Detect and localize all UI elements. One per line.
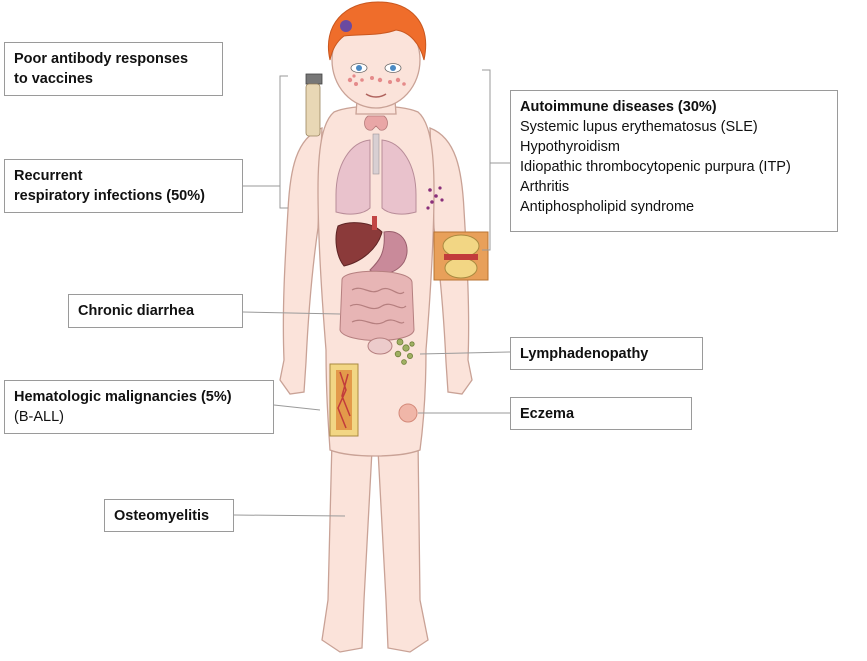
eczema-patch — [398, 403, 418, 423]
label-autoimmune-title: Autoimmune diseases (30%) — [520, 99, 717, 115]
bone-marrow-inset — [329, 363, 359, 437]
label-autoimmune: Autoimmune diseases (30%) Systemic lupus… — [510, 90, 838, 232]
connector-lines — [233, 162, 511, 517]
label-eczema-text: Eczema — [520, 406, 575, 422]
label-hematologic-line2: (B-ALL) — [14, 409, 64, 425]
label-hematologic: Hematologic malignancies (5%) (B-ALL) — [4, 380, 274, 434]
facial-rash — [347, 74, 406, 86]
label-autoimmune-item: Antiphospholipid syndrome — [520, 199, 695, 215]
label-eczema: Eczema — [510, 397, 692, 430]
respiratory-bracket — [279, 75, 288, 209]
lymph-nodes — [394, 338, 415, 365]
label-autoimmune-item: Arthritis — [520, 179, 570, 195]
petechiae — [426, 186, 444, 210]
label-autoimmune-item: Systemic lupus erythematosus (SLE) — [520, 119, 758, 135]
label-osteo-text: Osteomyelitis — [114, 508, 210, 524]
label-vaccines: Poor antibody responses to vaccines — [4, 42, 223, 96]
label-diarrhea-text: Chronic diarrhea — [78, 303, 195, 319]
hair — [328, 1, 427, 61]
label-lymph-text: Lymphadenopathy — [520, 346, 649, 362]
thyroid — [364, 115, 388, 131]
otoscope-icon — [305, 73, 323, 137]
label-lymphadenopathy: Lymphadenopathy — [510, 337, 703, 370]
label-autoimmune-item: Idiopathic thrombocytopenic purpura (ITP… — [520, 159, 791, 175]
label-hematologic-line1: Hematologic malignancies (5%) — [14, 389, 232, 405]
label-vaccines-line1: Poor antibody responses — [14, 51, 189, 67]
label-vaccines-line2: to vaccines — [14, 71, 93, 87]
label-respiratory-line2: respiratory infections (50%) — [14, 188, 205, 204]
autoimmune-bracket — [482, 69, 491, 251]
liver — [335, 222, 383, 267]
hair-bow — [340, 20, 352, 32]
label-osteomyelitis: Osteomyelitis — [104, 499, 234, 532]
label-diarrhea: Chronic diarrhea — [68, 294, 243, 328]
label-respiratory-line1: Recurrent — [14, 168, 83, 184]
lungs — [335, 139, 417, 215]
label-autoimmune-item: Hypothyroidism — [520, 139, 620, 155]
joint-inset — [433, 231, 489, 281]
label-respiratory: Recurrent respiratory infections (50%) — [4, 159, 243, 213]
